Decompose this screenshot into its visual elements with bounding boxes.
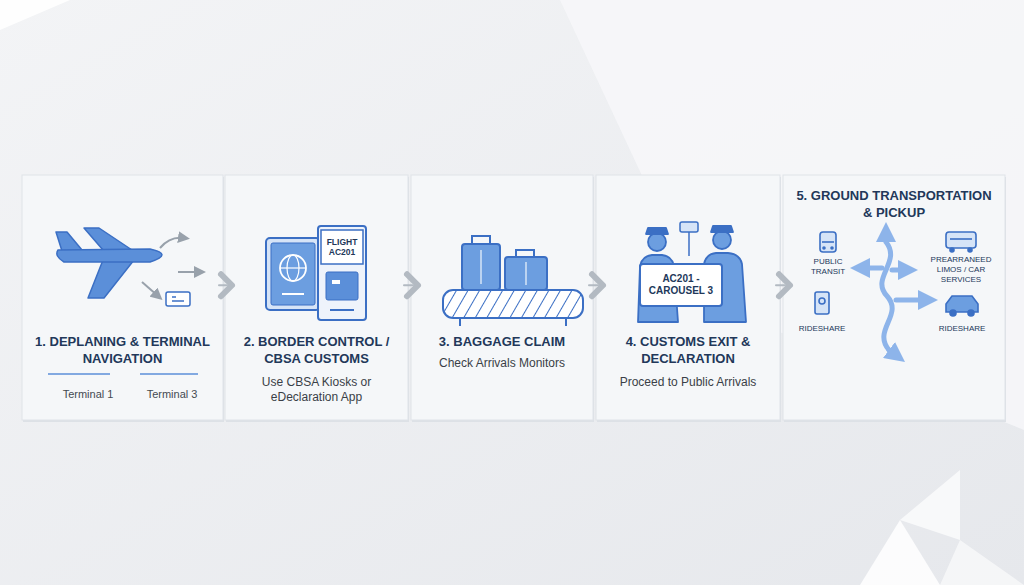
illustration-label: RIDESHARE — [794, 324, 850, 334]
arrow-head — [407, 274, 418, 296]
gate-icon — [166, 292, 190, 306]
car-icon — [946, 296, 978, 316]
diagonal-shape — [560, 0, 1024, 430]
transport-arrows — [860, 232, 928, 356]
illustration-label: PREARRANEED LIMOS / CAR SERVICES — [919, 255, 1003, 285]
direction-arrows — [142, 238, 200, 296]
airplane-icon — [56, 228, 162, 298]
step-heading: 4. CUSTOMS EXIT & DECLARATION — [606, 333, 771, 367]
panel-background — [225, 175, 408, 420]
step-heading: 2. BORDER CONTROL / CBSA CUSTOMS — [234, 333, 399, 367]
corner-shape — [940, 540, 1024, 585]
corner-shape — [860, 520, 940, 585]
step-panel: 4. CUSTOMS EXIT & DECLARATION Proceed to … — [596, 175, 780, 420]
corner-shape — [0, 0, 70, 30]
step-heading: 3. BAGGAGE CLAIM — [417, 333, 587, 350]
connector-line — [589, 284, 598, 286]
step-note: Proceed to Public Arrivals — [603, 375, 773, 390]
baggage-carousel — [443, 290, 583, 326]
connector-line — [219, 284, 227, 286]
officer-figure — [638, 226, 746, 322]
flow-chevron — [404, 274, 418, 296]
arrow-head — [592, 274, 603, 296]
illustration-label: Terminal 1 — [53, 388, 123, 401]
flow-chevron — [589, 274, 603, 296]
illustration-label: Terminal 3 — [137, 388, 207, 401]
step-panel: 2. BORDER CONTROL / CBSA CUSTOMS Use CBSA… — [225, 175, 408, 420]
camera-icon — [680, 222, 698, 256]
connector-line — [404, 284, 413, 286]
illustration-label: FLIGHT AC201 — [323, 237, 361, 257]
flow-chevron — [219, 274, 232, 296]
panel-background — [783, 175, 1005, 420]
panel-background — [411, 175, 593, 420]
suitcase-icon — [462, 236, 547, 290]
step-panel: 3. BAGGAGE CLAIM Check Arrivals Monitors — [411, 175, 593, 420]
illustration-label: PUBLIC TRANSIT — [805, 257, 851, 277]
kiosk-icon — [318, 226, 366, 320]
terminal-rule — [48, 373, 110, 375]
illustration-label: AC201 - CAROUSEL 3 — [645, 273, 717, 297]
connector-line — [776, 284, 785, 286]
carousel-sign — [640, 264, 722, 306]
step-panel: 5. GROUND TRANSPORTATION & PICKUP — [783, 175, 1005, 420]
panel-background — [596, 175, 780, 420]
step-note: Check Arrivals Monitors — [417, 356, 587, 371]
arrow-head — [779, 274, 790, 296]
step-panel: 1. DEPLANING & TERMINAL NAVIGATION — [22, 175, 223, 420]
passport-icon — [266, 238, 320, 310]
flow-chevron — [776, 274, 790, 296]
step-note: Use CBSA Kiosks or eDeclaration App — [252, 375, 382, 405]
phone-icon — [815, 292, 829, 314]
arrow-head — [221, 274, 232, 296]
step-heading: 5. GROUND TRANSPORTATION & PICKUP — [792, 187, 997, 221]
panel-background — [22, 175, 223, 420]
illustration-label: RIDESHARE — [934, 324, 990, 334]
transit-icon — [820, 232, 836, 252]
corner-shape — [900, 470, 960, 540]
limo-icon — [946, 232, 976, 252]
step-heading: 1. DEPLANING & TERMINAL NAVIGATION — [35, 333, 210, 367]
terminal-rule — [140, 373, 198, 375]
